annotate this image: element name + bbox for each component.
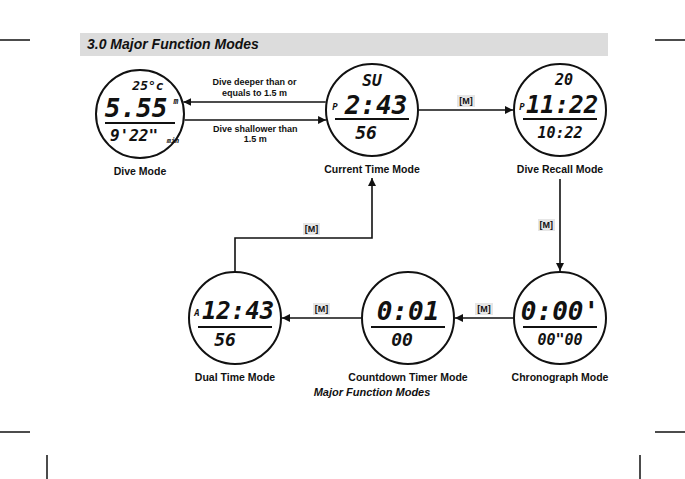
lcd-reading: 11:22	[526, 93, 598, 117]
crop-mark	[639, 455, 641, 479]
watch-face: 0:0100Countdown Timer Mode	[361, 271, 455, 365]
lcd-reading: 2:43	[345, 92, 408, 118]
lcd-reading: P	[332, 103, 337, 112]
crop-mark	[655, 39, 685, 41]
lcd-reading: 0:00'	[521, 298, 599, 324]
edge-label: [M]	[303, 223, 321, 235]
edge-label: [M]	[457, 95, 475, 107]
lcd-reading: 00"00	[537, 333, 582, 348]
lcd-reading: 5.55	[105, 95, 168, 121]
watch-face: SUP2:4356Current Time Mode	[325, 63, 419, 157]
display-divider	[371, 326, 445, 328]
connector-arrow	[183, 101, 325, 103]
edge-label: Dive shallower than 1.5 m	[205, 123, 305, 146]
lcd-reading: 10:22	[537, 126, 582, 141]
region-caption: Major Function Modes	[314, 386, 431, 398]
mode-label: Countdown Timer Mode	[348, 371, 467, 383]
lcd-reading: A	[194, 309, 199, 318]
mode-label: Dive Recall Mode	[517, 163, 603, 175]
edge-label: [M]	[475, 303, 493, 315]
page-heading: 3.0 Major Function Modes	[87, 36, 259, 52]
connector-arrow	[419, 109, 513, 111]
display-divider	[335, 118, 409, 120]
connector-arrow	[455, 317, 513, 319]
crop-mark	[0, 39, 30, 41]
crop-mark	[46, 455, 48, 479]
lcd-reading: 00	[391, 331, 413, 349]
mode-label: Dual Time Mode	[195, 371, 275, 383]
display-divider	[105, 122, 175, 124]
edge-label: Dive deeper than or equals to 1.5 m	[205, 76, 305, 99]
display-divider	[523, 326, 597, 328]
mode-label: Chronograph Mode	[512, 371, 609, 383]
connector-arrow	[282, 317, 361, 319]
lcd-reading: 56	[214, 331, 236, 349]
watch-face: 20P11:2210:22Dive Recall Mode	[513, 63, 607, 157]
connector-arrow	[185, 119, 326, 121]
lcd-reading: 25°c	[132, 79, 163, 92]
edge-label: [M]	[313, 303, 331, 315]
mode-label: Dive Mode	[114, 165, 167, 177]
lcd-reading: 9'22"	[110, 128, 158, 144]
lcd-reading: P	[519, 103, 524, 112]
mode-label: Current Time Mode	[324, 163, 419, 175]
crop-mark	[655, 431, 685, 433]
watch-face: 0:00'00"00Chronograph Mode	[513, 271, 607, 365]
connector-arrow	[235, 178, 372, 271]
lcd-reading: 56	[355, 124, 377, 142]
connector-arrow	[559, 179, 561, 271]
watch-face: A12:4356Dual Time Mode	[188, 271, 282, 365]
lcd-reading: 20	[555, 73, 573, 88]
lcd-reading: 12:43	[202, 299, 274, 323]
lcd-reading: m	[174, 98, 179, 106]
lcd-reading: 0:01	[377, 298, 440, 324]
edge-label: [M]	[538, 219, 556, 231]
watch-face: 25°c5.55m9'22"minDive Mode	[95, 69, 185, 159]
display-divider	[198, 326, 272, 328]
lcd-reading: SU	[362, 73, 381, 89]
crop-mark	[0, 431, 30, 433]
lcd-reading: min	[167, 138, 180, 145]
display-divider	[523, 118, 597, 120]
crop-mark	[0, 40, 685, 479]
